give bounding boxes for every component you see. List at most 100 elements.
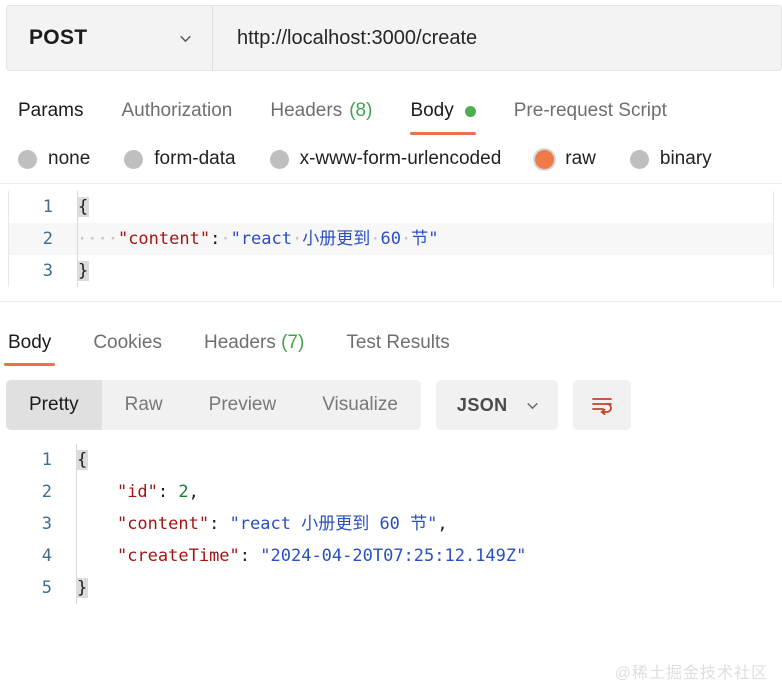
response-tab-cookies-label: Cookies <box>93 332 162 353</box>
code-token-p <box>76 514 117 534</box>
tab-pre-request-script-label: Pre-request Script <box>513 100 667 121</box>
tab-headers-label: Headers <box>270 100 343 121</box>
view-preview-label: Preview <box>208 394 277 415</box>
code-token-s: 节" <box>411 229 439 249</box>
request-url-bar: POST http://localhost:3000/create <box>6 5 782 71</box>
response-tab-test-results[interactable]: Test Results <box>342 332 453 366</box>
divider <box>0 183 782 184</box>
code-content: } <box>70 572 782 604</box>
view-raw-label: Raw <box>124 394 163 415</box>
body-type-binary[interactable]: binary <box>629 148 712 170</box>
radio-icon <box>18 149 37 169</box>
word-wrap-toggle-button[interactable] <box>572 380 631 430</box>
code-content: "content": "react 小册更到 60 节", <box>70 508 782 540</box>
indent-guide <box>77 191 78 287</box>
active-tab-underline <box>410 132 476 135</box>
code-token-brace: { <box>77 197 90 217</box>
code-token-ws: ···· <box>77 229 118 249</box>
response-format-select[interactable]: JSON <box>435 380 558 430</box>
indent-guide <box>76 444 77 604</box>
view-raw-button[interactable]: Raw <box>102 380 186 430</box>
body-type-binary-label: binary <box>659 148 712 169</box>
code-line: 5} <box>8 572 782 604</box>
tab-pre-request-script[interactable]: Pre-request Script <box>514 100 667 135</box>
body-type-urlencoded[interactable]: x-www-form-urlencoded <box>269 148 502 170</box>
body-type-urlencoded-label: x-www-form-urlencoded <box>299 148 502 169</box>
tab-authorization[interactable]: Authorization <box>121 100 232 135</box>
code-token-k: "content" <box>117 229 211 249</box>
code-token-s: "2024-04-20T07:25:12.149Z" <box>260 546 527 566</box>
code-token-k: "content" <box>116 514 210 534</box>
tab-params-label: Params <box>18 100 84 121</box>
code-line: 3} <box>9 255 773 287</box>
code-token-s: "react <box>230 229 292 249</box>
code-token-ws: · <box>292 229 303 249</box>
radio-icon <box>629 149 649 169</box>
tab-body-label: Body <box>410 100 454 121</box>
code-token-brace: { <box>76 450 89 470</box>
line-number: 1 <box>41 450 52 470</box>
response-tab-body-label: Body <box>8 332 52 353</box>
body-type-none[interactable]: none <box>18 148 90 170</box>
code-token-k: "createTime" <box>116 546 240 566</box>
code-token-k: "id" <box>116 482 158 502</box>
line-number: 1 <box>42 197 53 217</box>
watermark: @稀土掘金技术社区 <box>614 665 768 682</box>
response-tab-headers-label: Headers <box>203 332 276 353</box>
response-tab-body[interactable]: Body <box>4 332 56 366</box>
radio-selected-icon <box>535 149 555 169</box>
http-method-label: POST <box>29 26 88 49</box>
view-visualize-button[interactable]: Visualize <box>299 380 421 430</box>
line-number: 4 <box>41 546 52 566</box>
code-token-p: , <box>188 482 199 502</box>
line-number: 3 <box>42 261 53 281</box>
response-tab-cookies[interactable]: Cookies <box>89 332 166 366</box>
request-body-editor[interactable]: 1{2····"content":·"react·小册更到·60·节"3} <box>9 191 773 287</box>
response-tabs: Body Cookies Headers (7) Test Results <box>0 318 782 366</box>
code-line: 2 "id": 2, <box>8 476 782 508</box>
code-token-s: 小册更到 <box>302 229 371 249</box>
code-token-ws: · <box>400 229 412 249</box>
code-line: 4 "createTime": "2024-04-20T07:25:12.149… <box>8 540 782 572</box>
code-content: { <box>71 191 773 223</box>
code-token-n: 2 <box>178 482 189 502</box>
radio-icon <box>269 149 289 169</box>
body-has-content-dot-icon <box>464 105 476 117</box>
tab-params[interactable]: Params <box>18 100 83 135</box>
view-pretty-button[interactable]: Pretty <box>6 380 102 430</box>
tab-body[interactable]: Body <box>410 100 476 135</box>
view-preview-button[interactable]: Preview <box>186 380 300 430</box>
code-content: "createTime": "2024-04-20T07:25:12.149Z" <box>70 540 782 572</box>
code-token-p: : <box>157 482 179 502</box>
http-method-select[interactable]: POST <box>7 6 213 70</box>
response-view-toolbar: Pretty Raw Preview Visualize JSON <box>0 380 782 430</box>
code-token-s: "react 小册更到 60 节" <box>229 514 438 534</box>
response-view-segmented-control: Pretty Raw Preview Visualize <box>6 380 421 430</box>
body-type-none-label: none <box>48 148 91 169</box>
request-url-input[interactable]: http://localhost:3000/create <box>237 26 478 49</box>
response-body-editor-container: 1{2 "id": 2,3 "content": "react 小册更到 60 … <box>0 444 782 604</box>
body-type-raw[interactable]: raw <box>535 148 596 170</box>
tab-headers[interactable]: Headers (8) <box>270 100 372 135</box>
response-body-editor[interactable]: 1{2 "id": 2,3 "content": "react 小册更到 60 … <box>8 444 782 604</box>
code-token-p: : <box>239 546 261 566</box>
word-wrap-icon <box>591 398 612 416</box>
body-type-raw-label: raw <box>565 148 596 169</box>
body-type-form-data-label: form-data <box>154 148 236 169</box>
body-type-form-data[interactable]: form-data <box>124 148 236 170</box>
request-body-editor-container: 1{2····"content":·"react·小册更到·60·节"3} <box>8 191 774 287</box>
code-content: ····"content":·"react·小册更到·60·节" <box>71 223 773 255</box>
code-token-ws: · <box>220 229 231 249</box>
code-token-ws: · <box>370 229 381 249</box>
response-tab-headers-count: (7) <box>281 332 305 353</box>
code-token-p <box>76 546 117 566</box>
line-number: 2 <box>42 229 53 249</box>
response-tab-headers[interactable]: Headers (7) <box>200 332 308 366</box>
code-token-p: : <box>209 514 230 534</box>
view-pretty-label: Pretty <box>29 394 79 415</box>
code-line: 1{ <box>8 444 782 476</box>
code-line: 3 "content": "react 小册更到 60 节", <box>8 508 782 540</box>
view-visualize-label: Visualize <box>322 394 398 415</box>
code-line: 1{ <box>9 191 773 223</box>
active-tab-underline <box>4 363 56 366</box>
